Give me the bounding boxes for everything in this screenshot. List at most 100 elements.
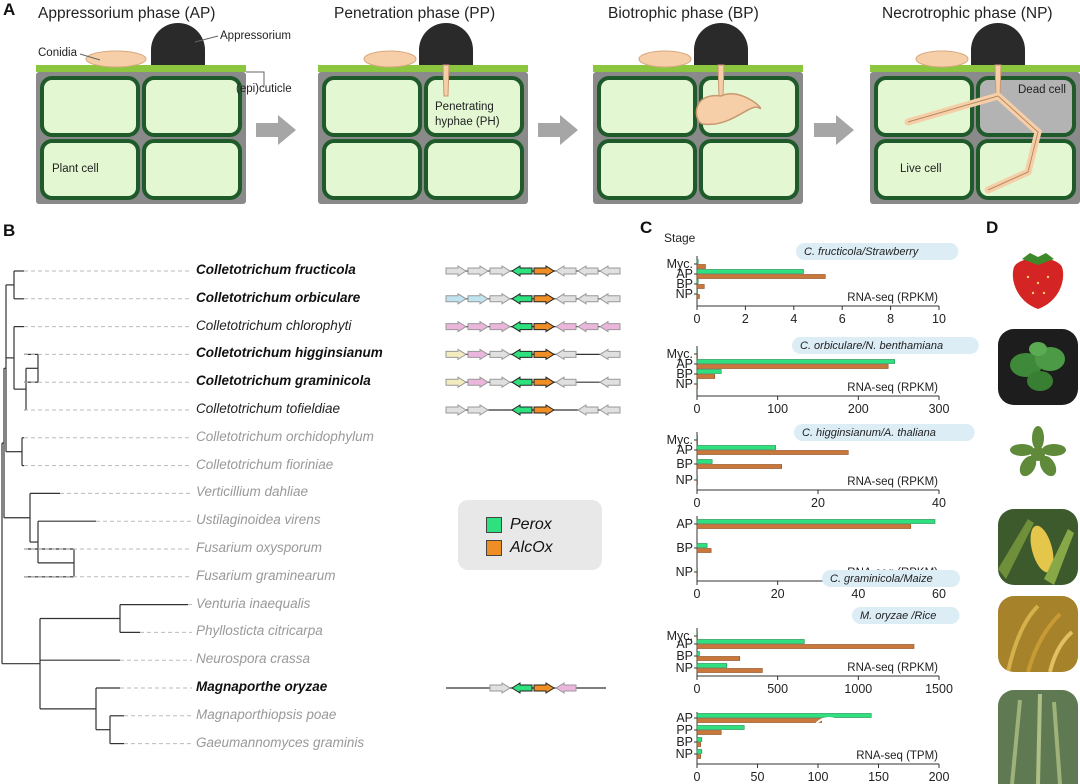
gene-arrow-pink bbox=[467, 320, 489, 333]
species-label: Colletotrichum orchidophylum bbox=[196, 428, 374, 444]
gene-arrow-grey bbox=[599, 404, 621, 416]
x-tick-label: 0 bbox=[694, 682, 701, 696]
perox-bar bbox=[696, 259, 699, 264]
gene-arrow-perox bbox=[511, 348, 533, 361]
chart-4: 0204060APBPNPRNA-seq (RPKM)C. graminicol… bbox=[676, 516, 960, 601]
gene-arrow-grey bbox=[599, 292, 621, 305]
perox-bar bbox=[696, 631, 698, 636]
penetration-peg bbox=[442, 64, 450, 97]
gene-arrow-grey bbox=[445, 265, 467, 277]
category-label: AP bbox=[676, 267, 693, 281]
x-tick-label: 8 bbox=[887, 312, 894, 326]
maize-photo bbox=[998, 509, 1078, 585]
plant-cell bbox=[597, 139, 697, 200]
panel-letter-a: A bbox=[3, 0, 16, 19]
x-tick-label: 50 bbox=[751, 770, 765, 784]
gene-arrow-perox bbox=[511, 292, 533, 305]
wechat-icon bbox=[812, 717, 846, 747]
alcox-bar bbox=[696, 374, 716, 379]
x-tick-label: 20 bbox=[811, 496, 825, 510]
x-tick-label: 4 bbox=[790, 312, 797, 326]
alcox-bar bbox=[696, 450, 849, 455]
panel-a-schematic bbox=[36, 23, 1080, 204]
conidium bbox=[85, 50, 147, 68]
gene-arrow-pink bbox=[577, 320, 599, 333]
category-label: BP bbox=[676, 735, 693, 749]
panel-letter-d: D bbox=[986, 218, 999, 237]
plant-cell bbox=[424, 139, 524, 200]
necrotrophic-hyphae-outline bbox=[907, 95, 1039, 191]
gene-arrow-alcox bbox=[533, 265, 555, 277]
watermark-text: AP植物微生物 bbox=[852, 721, 992, 746]
species-label: Colletotrichum fructicola bbox=[196, 262, 356, 277]
phase-arrow-3 bbox=[814, 115, 854, 145]
conidia-label: Conidia bbox=[38, 47, 77, 59]
phase-arrow-1 bbox=[256, 115, 296, 145]
alcox-bar bbox=[696, 480, 698, 485]
conidia-leader bbox=[79, 53, 101, 61]
x-axis-label: RNA-seq (RPKM) bbox=[847, 292, 938, 304]
category-label: BP bbox=[676, 277, 693, 291]
gene-arrow-grey bbox=[489, 376, 511, 389]
species-label: Phyllosticta citricarpa bbox=[196, 623, 323, 639]
perox-bar bbox=[696, 651, 700, 656]
plant-cell bbox=[424, 76, 524, 137]
gene-arrow-blue bbox=[445, 292, 467, 305]
x-tick-label: 40 bbox=[932, 496, 946, 510]
wheat-photo bbox=[998, 690, 1078, 784]
gene-arrow-grey bbox=[467, 404, 489, 416]
plant-cell bbox=[597, 76, 697, 137]
phase-arrow-2 bbox=[538, 115, 578, 145]
x-tick-label: 1000 bbox=[844, 682, 872, 696]
species-label: Colletotrichum orbiculare bbox=[196, 289, 361, 305]
plant-cell bbox=[322, 76, 422, 137]
plant-cell bbox=[40, 76, 140, 137]
species-label: Colletotrichum tofieldiae bbox=[196, 401, 341, 416]
gene-arrow-grey bbox=[467, 265, 489, 277]
gene-arrow-pink bbox=[599, 320, 621, 333]
phase-title-ap: Appressorium phase (AP) bbox=[38, 5, 216, 22]
species-label: Colletotrichum fioriniae bbox=[196, 456, 334, 472]
x-axis-label: RNA-seq (RPKM) bbox=[847, 662, 938, 674]
species-label: Colletotrichum higginsianum bbox=[196, 345, 383, 361]
x-axis-label: RNA-seq (RPKM) bbox=[847, 476, 938, 488]
gene-arrow-grey bbox=[555, 376, 577, 389]
legend-label-perox: Perox bbox=[510, 516, 552, 533]
alcox-bar bbox=[696, 440, 698, 445]
perox-bar bbox=[696, 445, 776, 450]
species-label: Fusarium oxysporum bbox=[196, 540, 323, 555]
phase-title-bp: Biotrophic phase (BP) bbox=[608, 5, 759, 22]
x-tick-label: 200 bbox=[848, 402, 869, 416]
alcox-bar bbox=[696, 742, 701, 747]
x-tick-label: 6 bbox=[839, 312, 846, 326]
appressorium bbox=[419, 23, 473, 65]
gene-arrow-grey bbox=[489, 682, 511, 694]
category-label: AP bbox=[676, 443, 693, 457]
phase-title-pp: Penetration phase (PP) bbox=[334, 5, 496, 22]
gene-arrow-pink bbox=[489, 320, 511, 333]
x-tick-label: 40 bbox=[851, 587, 865, 601]
alcox-bar bbox=[696, 354, 698, 359]
category-label: NP bbox=[676, 661, 693, 675]
cuticle-label: (epi)cuticle bbox=[236, 83, 292, 95]
species-label: Colletotrichum graminicola bbox=[196, 373, 371, 389]
perox-bar bbox=[696, 713, 872, 718]
category-label: NP bbox=[676, 747, 693, 761]
alcox-bar bbox=[696, 294, 700, 299]
category-label: PP bbox=[676, 723, 693, 737]
cuticle-leader bbox=[246, 71, 265, 86]
gene-arrow-grey bbox=[489, 348, 511, 361]
panel-b-tree bbox=[1, 265, 621, 745]
gene-arrow-alcox bbox=[533, 292, 555, 305]
category-label: Myc. bbox=[667, 347, 693, 361]
conidium bbox=[915, 50, 969, 68]
x-tick-label: 200 bbox=[929, 770, 950, 784]
category-label: BP bbox=[676, 649, 693, 663]
conidium bbox=[363, 50, 417, 68]
alcox-bar bbox=[696, 284, 705, 289]
x-tick-label: 1500 bbox=[925, 682, 953, 696]
x-tick-label: 0 bbox=[694, 587, 701, 601]
biotrophic-hyphae bbox=[695, 93, 762, 126]
